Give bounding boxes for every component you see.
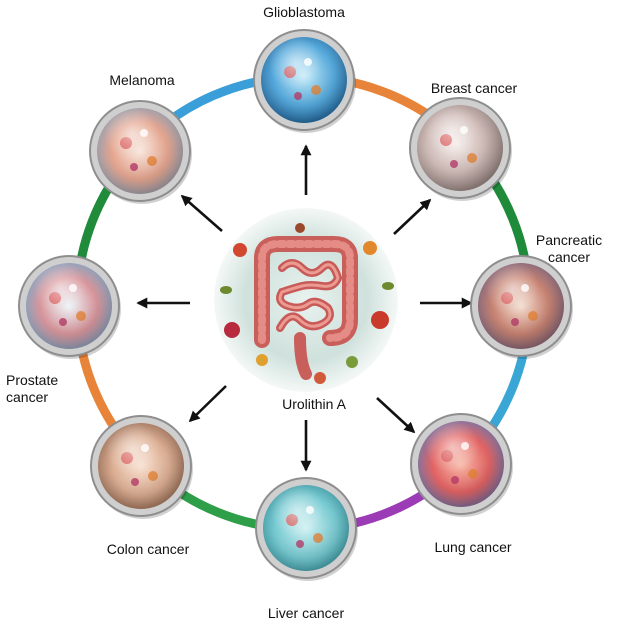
- center-label: Urolithin A: [282, 396, 346, 412]
- label-breast: Breast cancer: [430, 80, 518, 96]
- node-liver: [255, 477, 358, 581]
- center-node: [214, 208, 398, 392]
- label-prostate-line-1: Prostate: [6, 372, 59, 388]
- arrow-to-melanoma: [180, 194, 223, 232]
- arrow-to-colon: [188, 385, 227, 423]
- connector-arrows: [136, 144, 473, 472]
- label-lung: Lung cancer: [434, 539, 512, 555]
- node-melanoma: [89, 100, 192, 204]
- label-pancreatic-line-1: Pancreatic: [535, 232, 603, 248]
- node-prostate: [18, 255, 121, 359]
- label-colon: Colon cancer: [106, 541, 190, 557]
- label-glioblastoma: Glioblastoma: [263, 4, 345, 20]
- node-breast: [409, 97, 512, 201]
- node-pancreatic: [470, 255, 573, 359]
- cancer-nodes: [18, 29, 573, 581]
- arrow-to-breast: [393, 198, 432, 235]
- intestine-illustration-icon: [220, 223, 394, 384]
- label-pancreatic-line-2: cancer: [547, 249, 591, 265]
- label-liver: Liver cancer: [267, 605, 345, 621]
- label-melanoma: Melanoma: [109, 72, 175, 88]
- node-colon: [90, 415, 193, 519]
- label-prostate-line-2: cancer: [6, 389, 49, 405]
- arrow-to-lung: [376, 397, 416, 434]
- node-glioblastoma: [253, 29, 356, 133]
- node-lung: [410, 413, 513, 517]
